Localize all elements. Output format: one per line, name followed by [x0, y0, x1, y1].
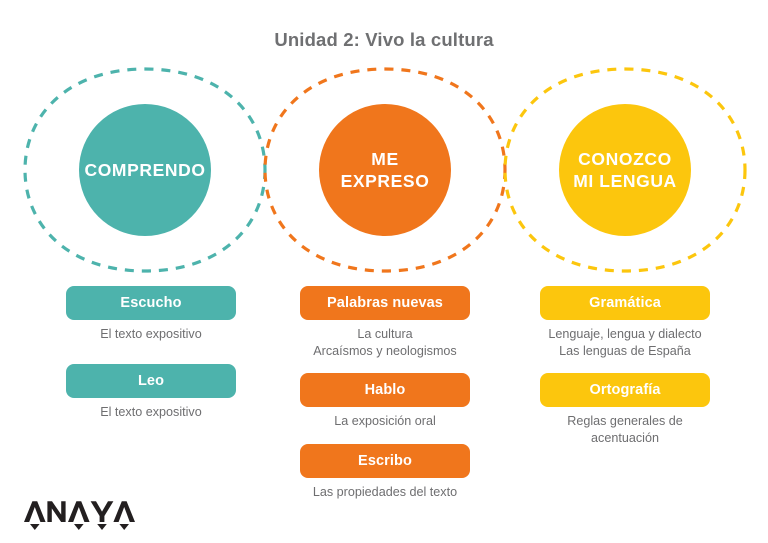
pill-label: Gramática	[589, 295, 661, 311]
hub-circle-me-expreso[interactable]: ME EXPRESO	[319, 104, 451, 236]
pill-leo[interactable]: Leo	[66, 363, 236, 398]
pill-caption: Reglas generales de acentuación	[567, 414, 683, 446]
column-conozco-mi-lengua: Gramática Lenguaje, lengua y dialecto La…	[525, 286, 725, 461]
pill-label: Ortografía	[589, 382, 661, 399]
list-item: Ortografía Reglas generales de acentuaci…	[525, 373, 725, 446]
list-item: Escucho El texto expositivo	[51, 286, 251, 343]
column-me-expreso: Palabras nuevas La cultura Arcaísmos y n…	[285, 286, 485, 515]
pill-gramatica[interactable]: Gramática	[540, 286, 710, 320]
pill-label: Hablo	[364, 382, 406, 399]
pill-label: Palabras nuevas	[327, 295, 443, 311]
pill-caption: La cultura Arcaísmos y neologismos	[313, 327, 457, 358]
page-title: Unidad 2: Vivo la cultura	[274, 29, 494, 50]
pill-escucho[interactable]: Escucho	[66, 286, 236, 320]
pill-caption: La exposición oral	[334, 414, 436, 429]
pill-palabras-nuevas[interactable]: Palabras nuevas	[300, 286, 470, 320]
pill-ortografia[interactable]: Ortografía	[540, 373, 710, 408]
anaya-logo	[24, 501, 135, 530]
pill-label: Leo	[137, 372, 165, 389]
hub-circle-comprendo[interactable]: COMPRENDO	[79, 104, 211, 236]
pill-label: Escucho	[120, 295, 182, 311]
list-item: Palabras nuevas La cultura Arcaísmos y n…	[285, 286, 485, 359]
list-item: Hablo La exposición oral	[285, 373, 485, 430]
list-item: Gramática Lenguaje, lengua y dialecto La…	[525, 286, 725, 359]
pill-hablo[interactable]: Hablo	[300, 373, 470, 408]
list-item: Escribo Las propiedades del texto	[285, 444, 485, 501]
pill-caption: El texto expositivo	[100, 327, 202, 341]
pill-caption: El texto expositivo	[100, 404, 202, 419]
column-comprendo: Escucho El texto expositivo Leo El texto…	[51, 286, 251, 434]
hub-label-comprendo: COMPRENDO	[84, 159, 206, 180]
list-item: Leo El texto expositivo	[51, 363, 251, 421]
hub-label-me-expreso: ME EXPRESO	[340, 148, 430, 191]
pill-label: Escribo	[358, 453, 412, 470]
hub-label-conozco-mi-lengua: CONOZCO MI LENGUA	[573, 148, 677, 191]
pill-caption: Las propiedades del texto	[312, 485, 458, 500]
hub-circle-conozco-mi-lengua[interactable]: CONOZCO MI LENGUA	[559, 104, 691, 236]
pill-escribo[interactable]: Escribo	[300, 444, 470, 479]
pill-caption: Lenguaje, lengua y dialecto Las lenguas …	[548, 327, 702, 358]
